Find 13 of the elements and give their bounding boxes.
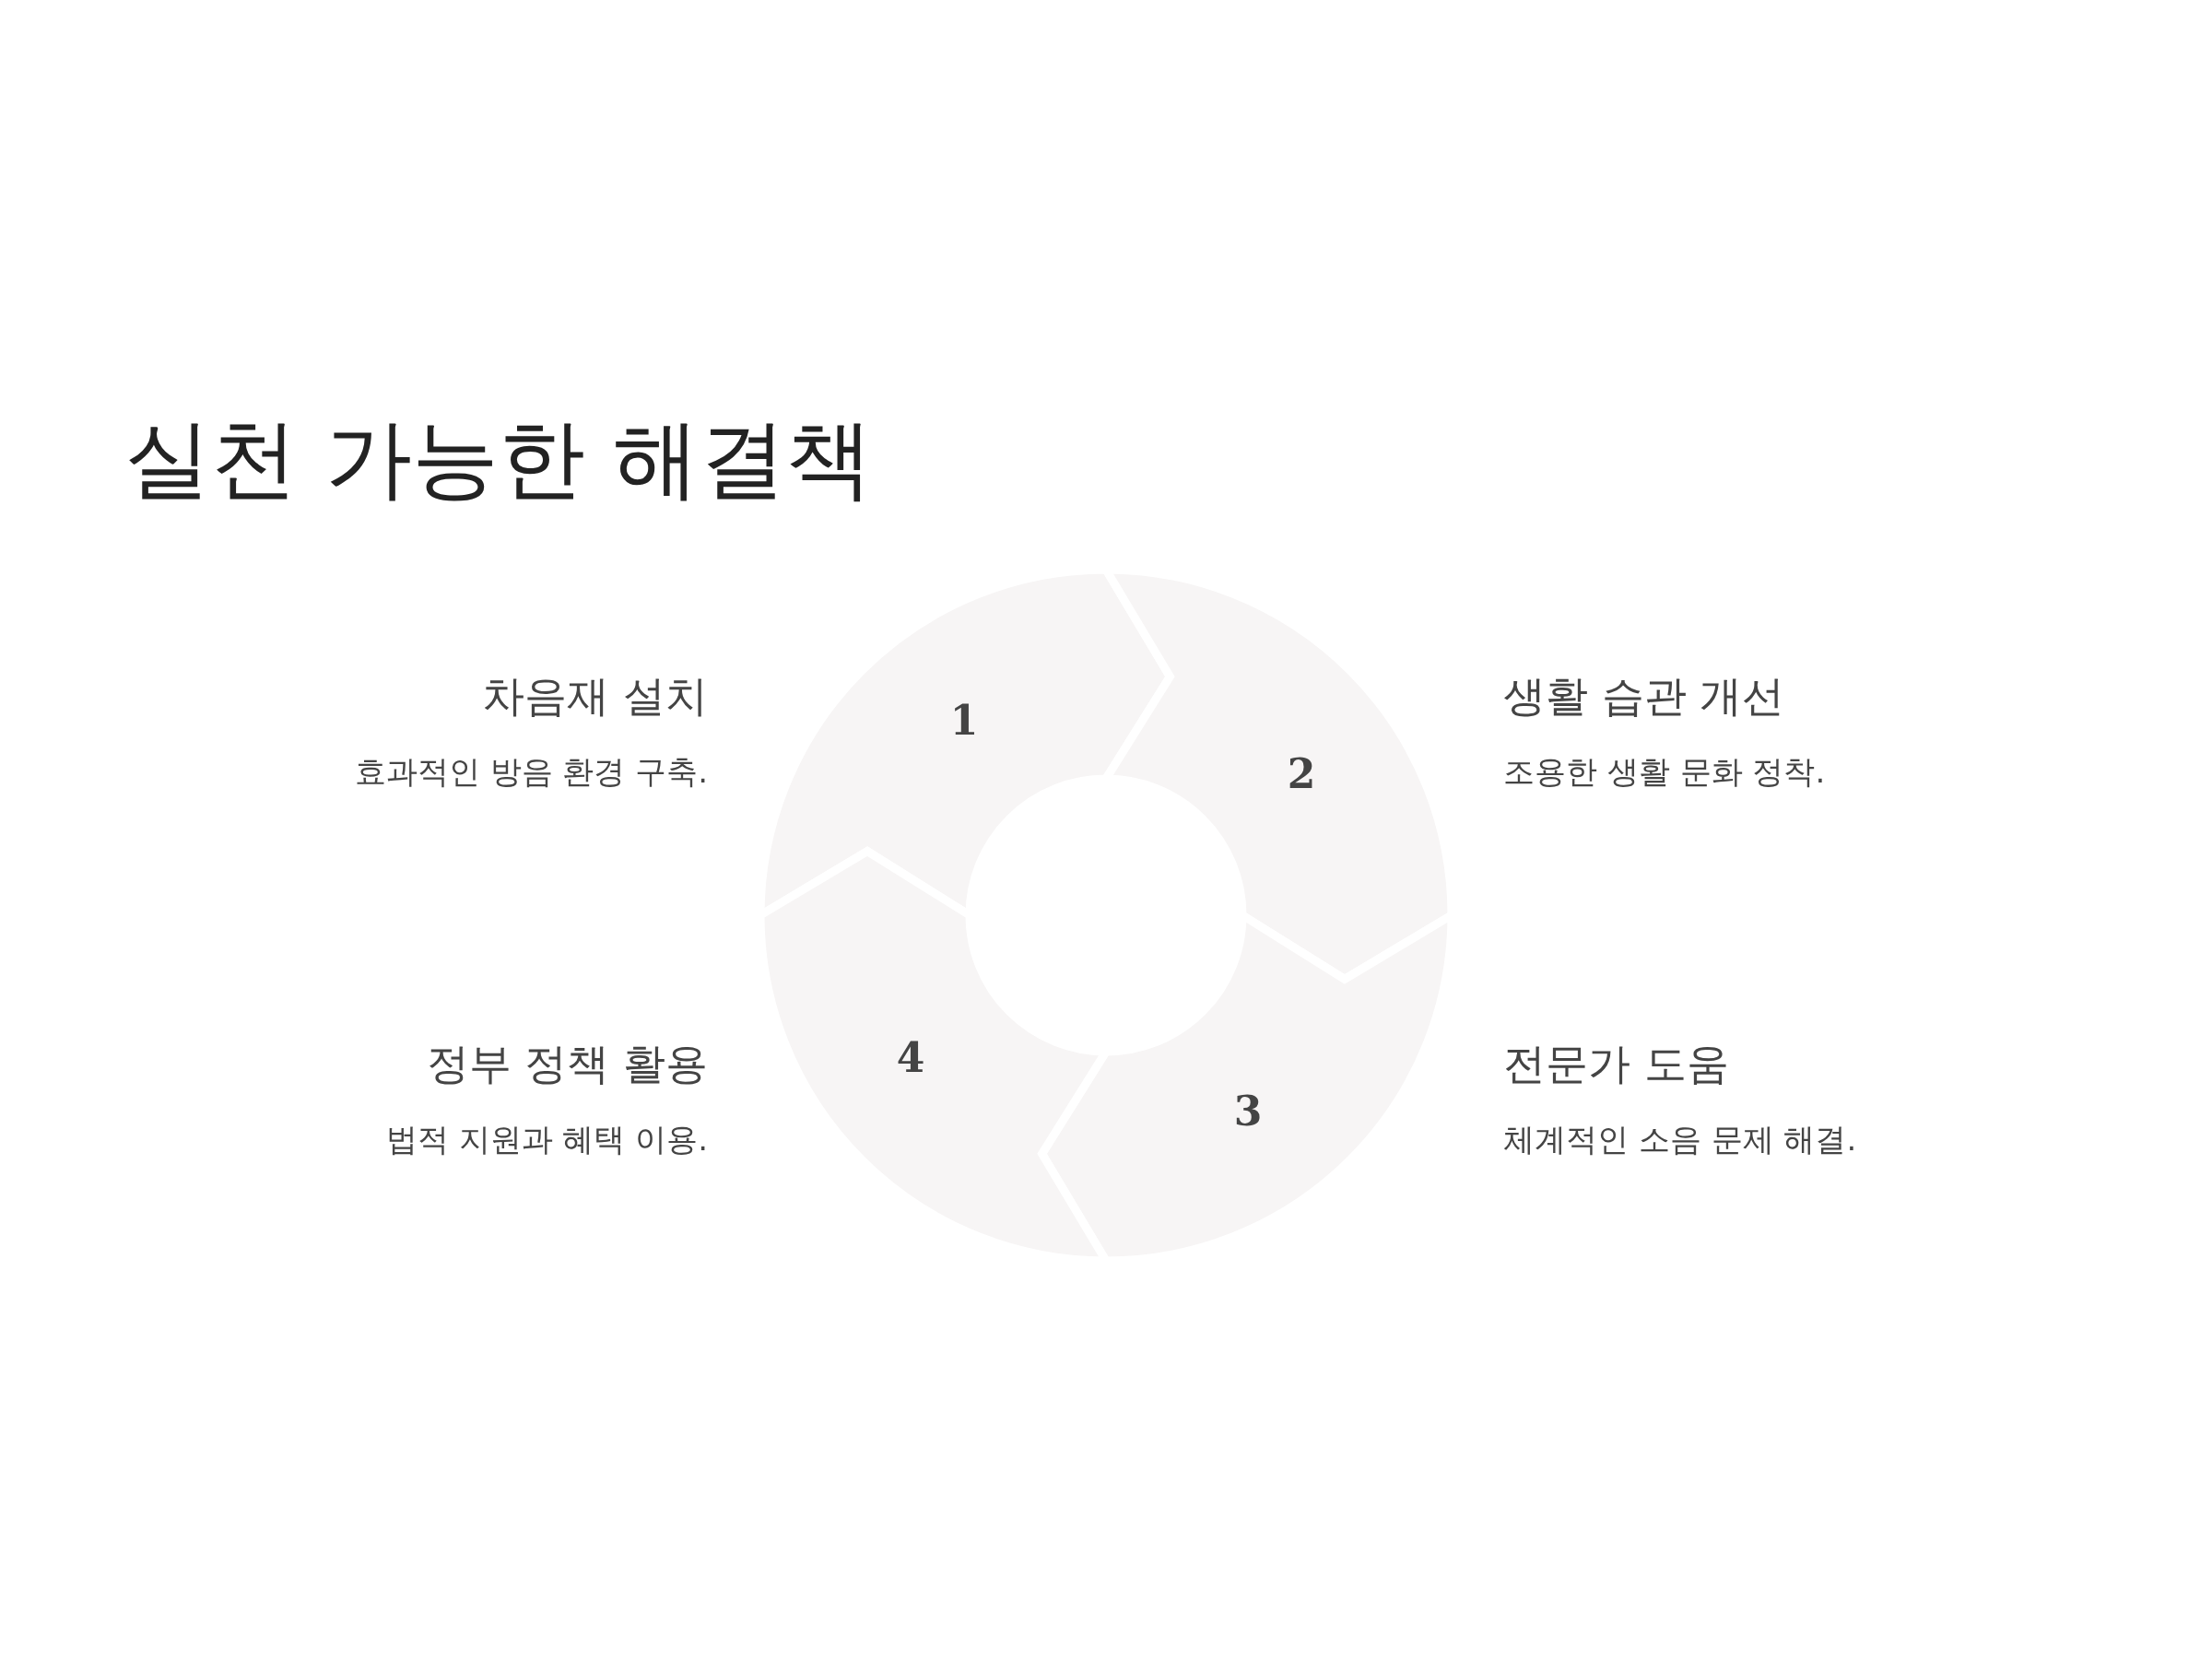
step-heading: 생활 습관 개선 bbox=[1503, 670, 1786, 723]
step-heading: 전문가 도움 bbox=[1503, 1038, 1730, 1090]
step-number: 1 bbox=[949, 697, 979, 745]
step-number: 3 bbox=[1233, 1087, 1263, 1135]
step-number: 4 bbox=[896, 1034, 925, 1081]
step-heading: 정부 정책 활용 bbox=[425, 1038, 708, 1090]
step-description: 조용한 생활 문화 정착. bbox=[1503, 752, 1827, 792]
step-description: 법적 지원과 혜택 이용. bbox=[384, 1120, 708, 1159]
step-number: 2 bbox=[1287, 750, 1316, 797]
step-heading: 차음재 설치 bbox=[481, 670, 708, 723]
step-description: 체계적인 소음 문제 해결. bbox=[1503, 1120, 1858, 1159]
step-description: 효과적인 방음 환경 구축. bbox=[353, 752, 708, 792]
page-title: 실천 가능한 해결책 bbox=[124, 407, 873, 511]
